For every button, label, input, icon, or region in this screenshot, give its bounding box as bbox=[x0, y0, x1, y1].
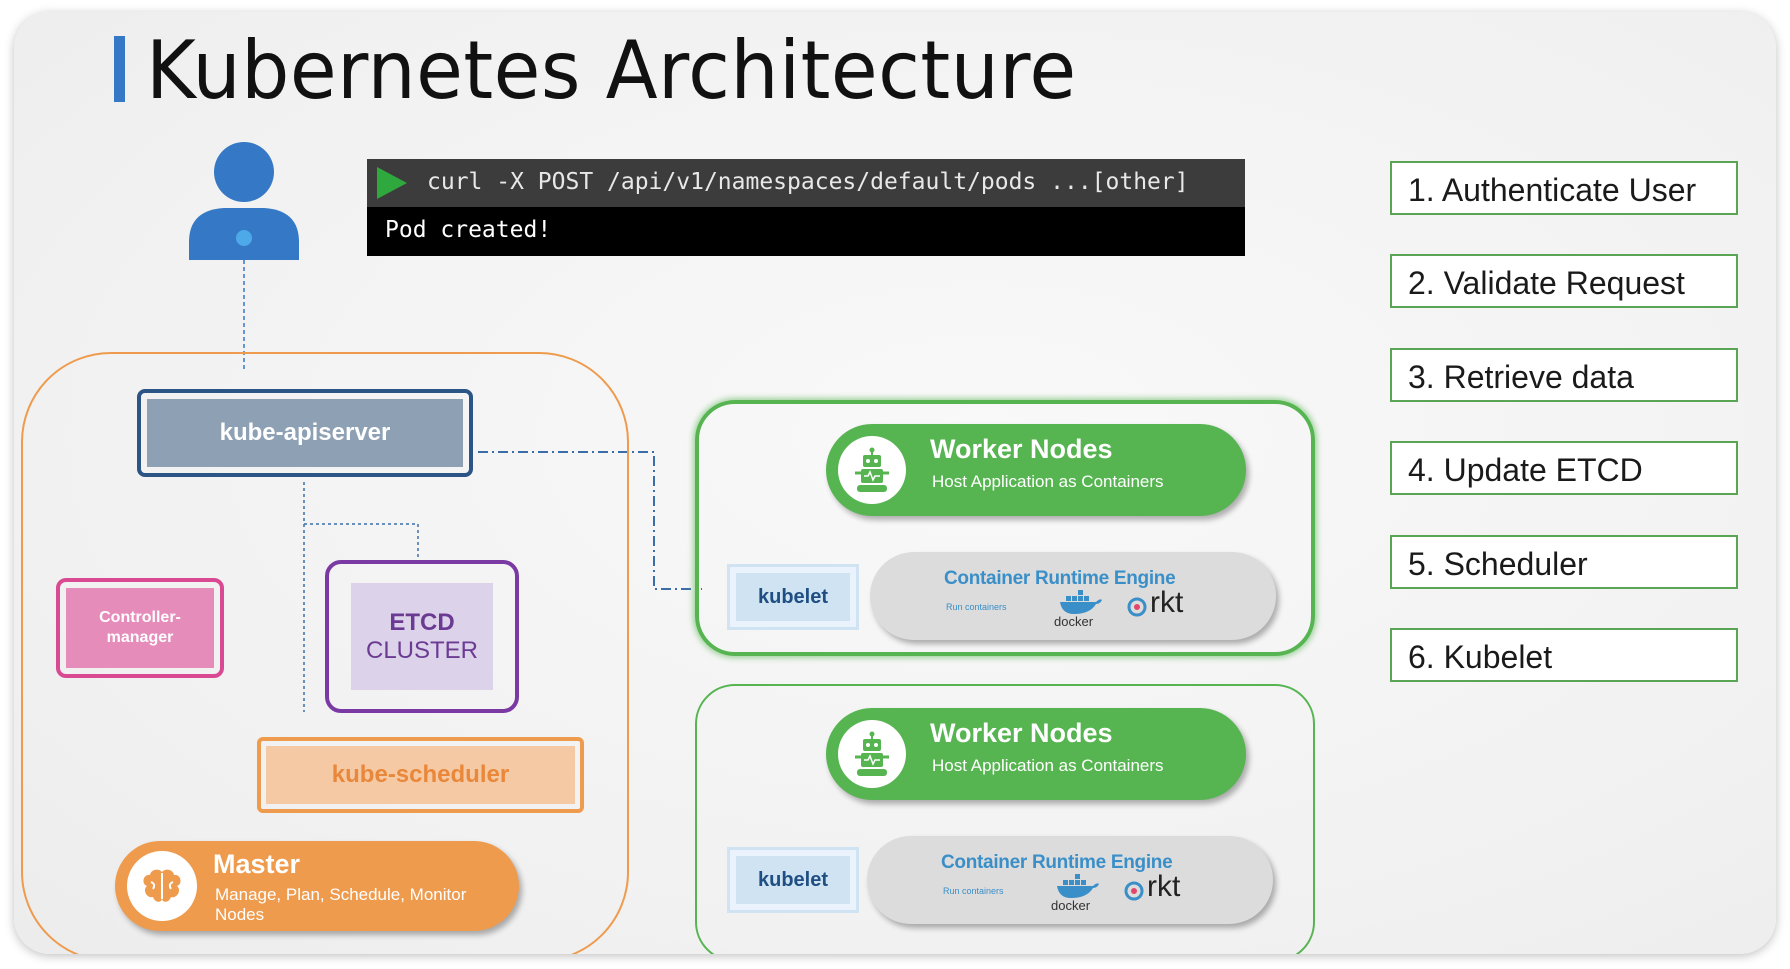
kube-scheduler: kube-scheduler bbox=[257, 737, 584, 813]
step-3-retrieve-data: 3. Retrieve data bbox=[1390, 348, 1738, 402]
terminal-command: curl -X POST /api/v1/namespaces/default/… bbox=[427, 169, 1189, 195]
etcd-cluster: ETCD CLUSTER bbox=[325, 560, 519, 713]
terminal-command-bar: curl -X POST /api/v1/namespaces/default/… bbox=[367, 159, 1245, 207]
step-1-authenticate-user: 1. Authenticate User bbox=[1390, 161, 1738, 215]
worker-node-2-title: Worker Nodes bbox=[930, 718, 1113, 748]
connectors bbox=[303, 451, 702, 712]
worker-node-1-kubelet: kubelet bbox=[727, 564, 859, 630]
worker-node-1-header: Worker Nodes Host Application as Contain… bbox=[826, 424, 1246, 516]
robot-icon bbox=[838, 436, 906, 504]
step-5-scheduler: 5. Scheduler bbox=[1390, 535, 1738, 589]
user-icon bbox=[189, 142, 299, 372]
etcd-cluster-body: ETCD CLUSTER bbox=[351, 583, 493, 690]
kube-apiserver-label: kube-apiserver bbox=[147, 399, 463, 467]
docker-whale-icon bbox=[1060, 590, 1102, 614]
step-2-validate-request: 2. Validate Request bbox=[1390, 254, 1738, 308]
worker-node-2-runtime: Container Runtime Engine Run containers … bbox=[867, 836, 1273, 924]
docker-whale-icon bbox=[1057, 874, 1099, 898]
kubelet-label: kubelet bbox=[736, 856, 850, 904]
worker-node-1-runtime: Container Runtime Engine Run containers … bbox=[870, 552, 1276, 640]
master-pill: Master Manage, Plan, Schedule, Monitor N… bbox=[115, 841, 519, 931]
worker-node-2-subtitle: Host Application as Containers bbox=[932, 756, 1164, 775]
rkt-label: rkt bbox=[1150, 586, 1184, 619]
terminal-output: Pod created! bbox=[385, 217, 552, 243]
worker-node-2 bbox=[695, 684, 1315, 954]
worker-node-2-header: Worker Nodes Host Application as Contain… bbox=[826, 708, 1246, 800]
worker-node-1-title: Worker Nodes bbox=[930, 434, 1113, 464]
controller-manager: Controller- manager bbox=[56, 578, 224, 678]
rkt-label: rkt bbox=[1147, 870, 1181, 903]
cluster-label: CLUSTER bbox=[365, 636, 479, 664]
slide: Kubernetes Architecture curl -X POST /ap… bbox=[14, 12, 1776, 954]
master-node-region bbox=[21, 352, 629, 954]
step-4-update-etcd: 4. Update ETCD bbox=[1390, 441, 1738, 495]
runtime-title: Container Runtime Engine bbox=[941, 852, 1173, 873]
kube-scheduler-label: kube-scheduler bbox=[266, 746, 575, 804]
worker-node-2-kubelet: kubelet bbox=[727, 847, 859, 913]
etcd-label: ETCD bbox=[389, 608, 455, 636]
step-6-kubelet: 6. Kubelet bbox=[1390, 628, 1738, 682]
worker-node-1 bbox=[695, 400, 1315, 656]
runtime-title: Container Runtime Engine bbox=[944, 568, 1176, 589]
brain-icon bbox=[127, 851, 197, 921]
master-title: Master bbox=[213, 849, 301, 879]
robot-icon bbox=[838, 720, 906, 788]
runtime-subtitle: Run containers bbox=[943, 886, 1004, 896]
rkt-icon bbox=[1127, 597, 1147, 617]
controller-manager-label: Controller- manager bbox=[66, 588, 214, 668]
terminal: curl -X POST /api/v1/namespaces/default/… bbox=[367, 159, 1245, 256]
page-title: Kubernetes Architecture bbox=[146, 24, 1077, 117]
master-subtitle: Manage, Plan, Schedule, Monitor Nodes bbox=[215, 885, 467, 924]
play-icon bbox=[377, 167, 407, 199]
worker-node-1-subtitle: Host Application as Containers bbox=[932, 472, 1164, 491]
title-accent-bar bbox=[114, 36, 125, 102]
kube-apiserver: kube-apiserver bbox=[137, 389, 473, 477]
kubelet-label: kubelet bbox=[736, 573, 850, 621]
rkt-icon bbox=[1124, 881, 1144, 901]
runtime-subtitle: Run containers bbox=[946, 602, 1007, 612]
docker-label: docker bbox=[1051, 898, 1091, 913]
docker-label: docker bbox=[1054, 614, 1094, 629]
